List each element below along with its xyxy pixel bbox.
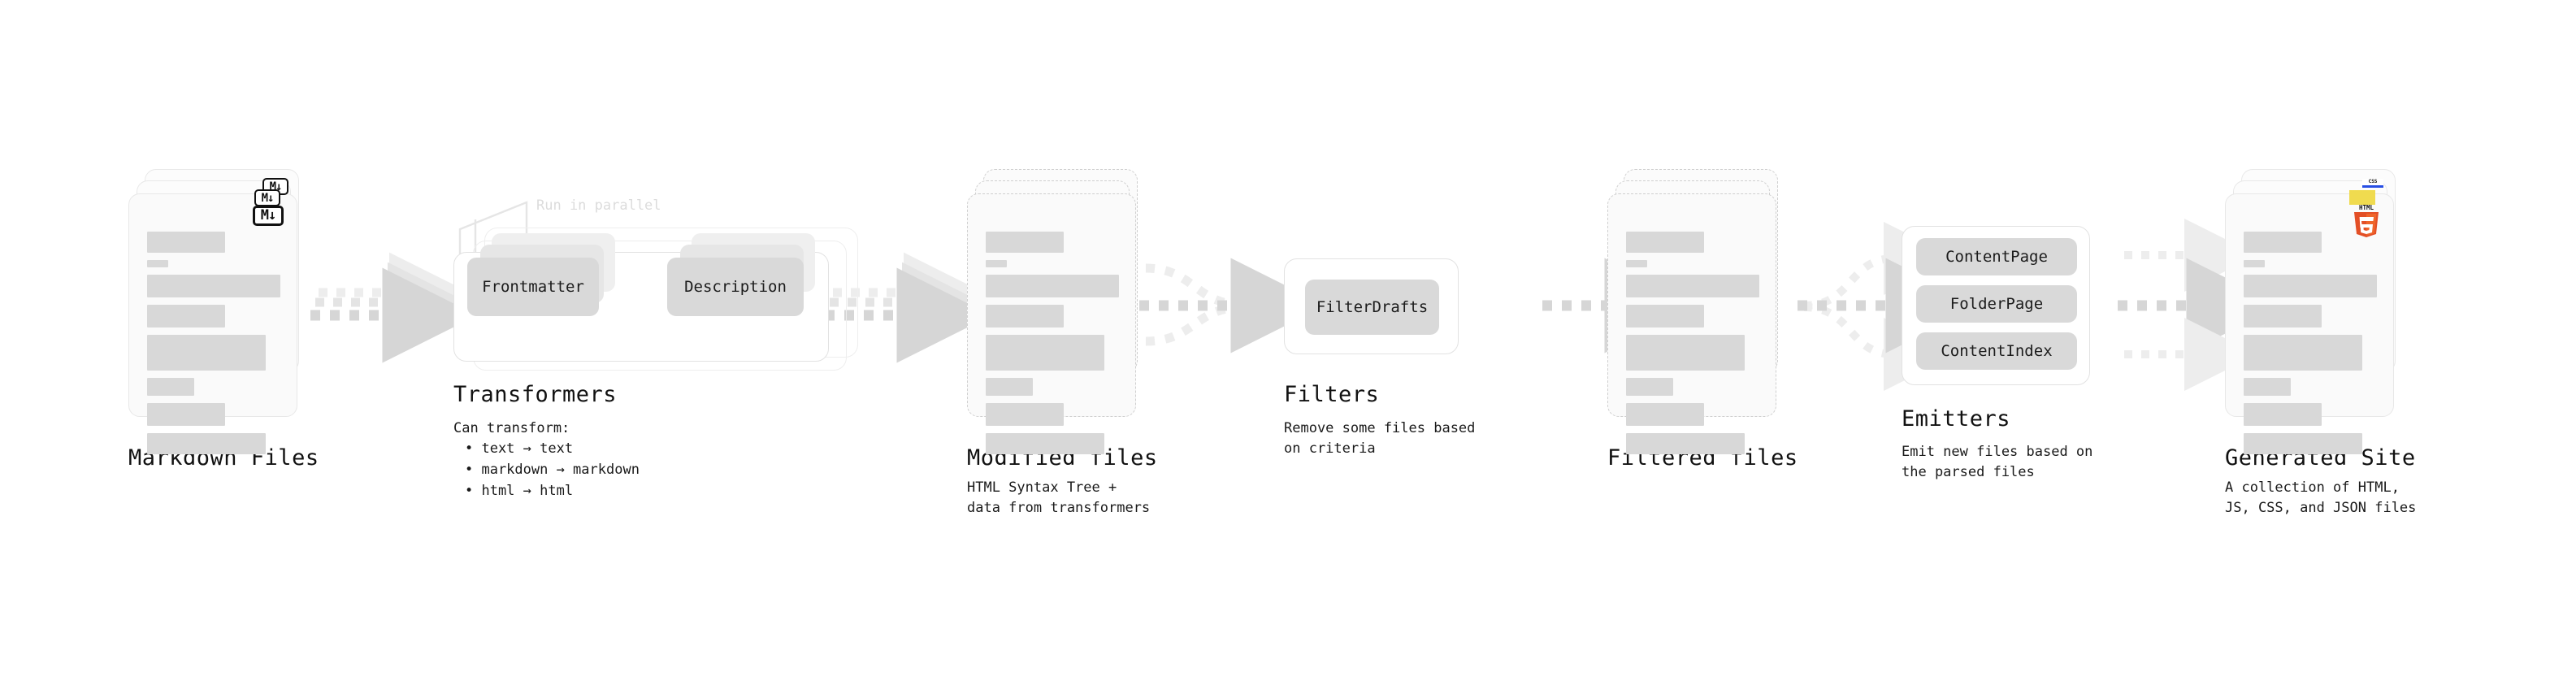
- doc-bar: [147, 275, 280, 297]
- doc-bar: [986, 378, 1033, 396]
- markdown-badge: M↓: [253, 206, 284, 226]
- contentpage-chip[interactable]: ContentPage: [1916, 238, 2077, 275]
- js-badge-box: [2349, 190, 2375, 205]
- arrow-emitters-to-site: [2118, 219, 2282, 391]
- doc-bar: [986, 335, 1104, 371]
- doc-bar: [1626, 232, 1704, 253]
- doc-bar: [2244, 232, 2322, 253]
- markdown-doc-front[interactable]: M↓: [128, 193, 297, 454]
- css-badge-label: CSS: [2368, 179, 2378, 184]
- doc-bar: [2244, 433, 2362, 454]
- emitters-card[interactable]: ContentPage FolderPage ContentIndex: [1902, 226, 2090, 385]
- modified-files-subtitle: HTML Syntax Tree + data from transformer…: [967, 479, 1151, 516]
- doc-bar: [2244, 275, 2377, 297]
- site-doc-lines: [2244, 232, 2377, 462]
- doc-bar: [2244, 378, 2291, 396]
- doc-bar: [1626, 403, 1704, 426]
- doc-bar: [1626, 260, 1647, 267]
- html5-icon: HTML: [2354, 204, 2379, 237]
- transformers-title: Transformers: [453, 382, 618, 407]
- doc-bar: [1626, 275, 1759, 297]
- modified-doc-lines: [986, 232, 1119, 462]
- arrow-filtered-to-emitters: [1798, 222, 1981, 391]
- filtered-doc-front[interactable]: [1607, 193, 1776, 454]
- doc-bar: [147, 232, 225, 253]
- js-badge: [2349, 190, 2375, 205]
- arrow-markdown-to-transformers: [310, 252, 478, 363]
- emitters-title: Emitters: [1902, 406, 2011, 432]
- filters-subtitle: Remove some files based on criteria: [1284, 420, 1476, 457]
- doc-bar: [986, 260, 1007, 267]
- markdown-doc-lines: [147, 232, 280, 462]
- transformers-bullet-0: • text → text: [465, 440, 574, 457]
- html5-badge: HTML: [2351, 202, 2382, 241]
- markdown-badge-label: M↓: [253, 206, 284, 226]
- doc-bar: [2244, 403, 2322, 426]
- css-badge: CSS: [2362, 179, 2383, 188]
- frontmatter-chip[interactable]: Frontmatter: [467, 258, 599, 316]
- run-in-parallel-label: Run in parallel: [536, 197, 661, 214]
- description-chip[interactable]: Description: [667, 258, 804, 316]
- doc-bar: [986, 433, 1104, 454]
- filtered-doc-lines: [1626, 232, 1759, 462]
- modified-doc-front[interactable]: [967, 193, 1136, 454]
- doc-bar: [147, 433, 266, 454]
- folderpage-chip[interactable]: FolderPage: [1916, 285, 2077, 323]
- doc-bar: [1626, 305, 1704, 327]
- filters-title: Filters: [1284, 382, 1380, 407]
- doc-bar: [2244, 260, 2265, 267]
- emitters-subtitle: Emit new files based on the parsed files: [1902, 444, 2093, 480]
- svg-text:HTML: HTML: [2359, 204, 2374, 211]
- contentindex-chip[interactable]: ContentIndex: [1916, 332, 2077, 370]
- doc-bar: [1626, 433, 1745, 454]
- css-badge-bar: [2362, 185, 2383, 188]
- doc-bar: [2244, 335, 2362, 371]
- doc-bar: [1626, 378, 1673, 396]
- arrow-modified-to-filters: [1139, 258, 1326, 354]
- filters-card[interactable]: FilterDrafts: [1284, 258, 1459, 354]
- filterdrafts-chip[interactable]: FilterDrafts: [1305, 280, 1439, 335]
- doc-bar: [2244, 305, 2322, 327]
- transformers-subtitle: Can transform:: [453, 420, 570, 436]
- transformers-bullet-2: • html → html: [465, 483, 574, 499]
- css-badge-box: CSS: [2362, 179, 2383, 188]
- doc-bar: [986, 403, 1064, 426]
- doc-bar: [147, 335, 266, 371]
- doc-bar: [986, 305, 1064, 327]
- site-doc-html[interactable]: HTML: [2225, 193, 2394, 454]
- doc-bar: [147, 378, 194, 396]
- transformer-card-front[interactable]: Frontmatter Description: [453, 233, 829, 362]
- doc-bar: [147, 403, 225, 426]
- transformers-bullet-1: • markdown → markdown: [465, 462, 640, 478]
- markdown-badge-mid: M↓: [254, 189, 280, 206]
- generated-site-subtitle: A collection of HTML, JS, CSS, and JSON …: [2225, 479, 2417, 516]
- doc-bar: [147, 305, 225, 327]
- doc-bar: [147, 260, 168, 267]
- doc-bar: [986, 275, 1119, 297]
- doc-bar: [1626, 335, 1745, 371]
- doc-bar: [986, 232, 1064, 253]
